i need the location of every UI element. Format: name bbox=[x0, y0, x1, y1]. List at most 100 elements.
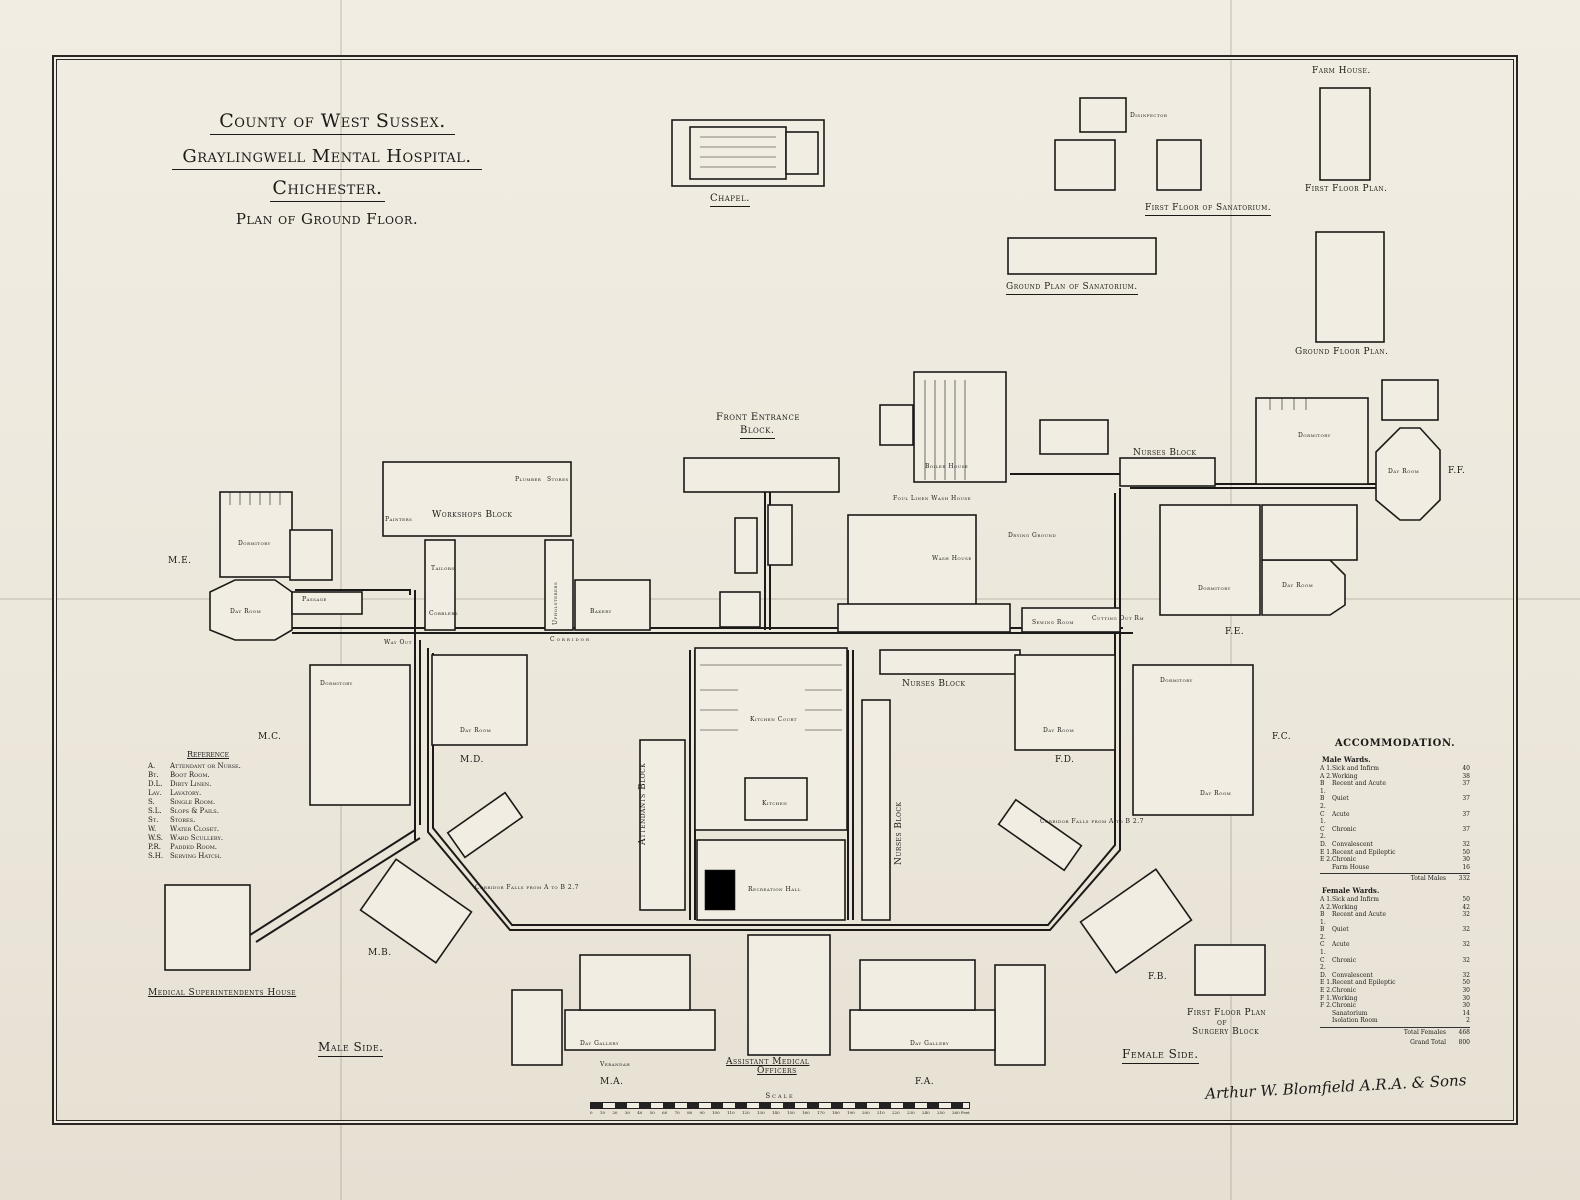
ward-label-fa: F.A. bbox=[915, 1077, 935, 1087]
reference-key-code: Lav. bbox=[148, 789, 162, 797]
room-label-dormitory-fc: Dormitory bbox=[1160, 677, 1193, 684]
reference-item: A.Attendant or Nurse. bbox=[148, 762, 268, 771]
reference-list: A.Attendant or Nurse. Bt.Boot Room. D.L.… bbox=[148, 762, 268, 861]
grand-total-row: Grand Total 800 bbox=[1320, 1039, 1470, 1047]
ward-code: B 1. bbox=[1320, 780, 1326, 795]
workshops-label: Workshops Block bbox=[432, 510, 513, 520]
laundry-lower bbox=[837, 603, 1011, 633]
ward-name: Quiet bbox=[1332, 795, 1349, 803]
scale-tick: 60 bbox=[662, 1110, 668, 1115]
ward-ff-dormitory bbox=[1255, 397, 1369, 485]
surgery-first-floor bbox=[1194, 944, 1266, 996]
nurses-block-label-mid: Nurses Block bbox=[902, 679, 966, 689]
female-total-label: Total Females bbox=[1403, 1029, 1446, 1036]
male-total-label: Total Males bbox=[1410, 875, 1446, 883]
workshops-upholsterers bbox=[544, 539, 574, 631]
laundry-block bbox=[847, 514, 977, 610]
kitchen-court-rooms bbox=[700, 664, 842, 731]
ward-code: E 2. bbox=[1320, 856, 1333, 864]
reference-desc: Ward Scullery. bbox=[170, 834, 224, 842]
scale-graduations bbox=[590, 1102, 970, 1109]
room-label-dayroom-fc: Day Room bbox=[1200, 790, 1232, 797]
corridor-falls-label-1: Corridor Falls from A to B 2.7 bbox=[475, 884, 579, 891]
boiler-house-label: Boiler House bbox=[925, 463, 969, 470]
ward-ff-wing bbox=[1381, 379, 1439, 421]
ward-code: B 1. bbox=[1320, 911, 1326, 926]
reference-key-code: Bt. bbox=[148, 771, 159, 779]
scale-tick: 100 bbox=[711, 1110, 720, 1115]
grand-total-label: Grand Total bbox=[1410, 1038, 1446, 1046]
female-total-value: 468 bbox=[1458, 1029, 1470, 1036]
attendants-block-label: Attendants Block bbox=[638, 762, 648, 845]
wash-house-label: Wash House bbox=[932, 555, 972, 562]
reference-desc: Padded Room. bbox=[170, 843, 218, 851]
surgery-label-3: Surgery Block bbox=[1192, 1027, 1260, 1037]
cobblers-label: Cobblers bbox=[429, 610, 459, 617]
scale-tick: 140 bbox=[771, 1110, 780, 1115]
grand-total-value: 800 bbox=[1458, 1038, 1470, 1046]
ward-name: Convalescent bbox=[1332, 840, 1373, 848]
ward-code: A 1. bbox=[1320, 765, 1332, 772]
ward-code: E 1. bbox=[1320, 848, 1333, 856]
tailors-label: Tailors bbox=[431, 565, 455, 572]
ward-beds: 50 bbox=[1462, 848, 1470, 856]
ward-code: A 1. bbox=[1320, 895, 1332, 903]
ward-code: C 2. bbox=[1320, 956, 1326, 972]
front-entrance-store bbox=[719, 591, 761, 628]
ward-name: Farm House bbox=[1332, 863, 1370, 871]
recreation-stage bbox=[704, 869, 736, 911]
laboratory bbox=[1039, 419, 1109, 455]
reference-key-code: D.L. bbox=[148, 780, 163, 788]
female-wards-heading: Female Wards. bbox=[1322, 885, 1380, 895]
ward-name: Working bbox=[1332, 994, 1358, 1002]
cutting-out-label: Cutting Out Rm bbox=[1092, 615, 1145, 622]
asst-medical-label-2: Officers bbox=[757, 1066, 797, 1076]
stores-label: Stores bbox=[547, 476, 569, 483]
ward-mc bbox=[309, 664, 411, 806]
sanatorium-ground-label: Ground Plan of Sanatorium. bbox=[1006, 282, 1138, 295]
corridor-center-vert bbox=[847, 650, 854, 920]
painters-label: Painters bbox=[385, 516, 413, 523]
ward-md bbox=[431, 654, 528, 746]
nurses-block-top bbox=[1119, 457, 1216, 487]
reference-item: W.Water Closet. bbox=[148, 825, 268, 834]
scale-tick: 130 bbox=[756, 1110, 765, 1115]
farm-first-floor bbox=[1319, 87, 1371, 181]
reference-item: S.H.Serving Hatch. bbox=[148, 852, 268, 861]
sanatorium-mid bbox=[1054, 139, 1116, 191]
ward-beds: 2 bbox=[1466, 1017, 1470, 1025]
reference-key-code: S.L. bbox=[148, 807, 162, 815]
ward-code: F 1. bbox=[1320, 994, 1332, 1002]
ward-name: Recent and Epileptic bbox=[1332, 848, 1396, 856]
boiler-house bbox=[913, 371, 1007, 483]
ward-name: Sick and Infirm bbox=[1332, 765, 1379, 772]
ward-beds: 40 bbox=[1462, 765, 1470, 772]
kitchen-label: Kitchen bbox=[762, 800, 788, 807]
corridor-label: Corridor bbox=[550, 636, 591, 643]
nurses-block-vert bbox=[861, 699, 891, 921]
asst-medical-label-1: Assistant Medical bbox=[726, 1057, 810, 1067]
ward-mb bbox=[359, 858, 473, 964]
plumber-label: Plumber bbox=[515, 476, 542, 483]
ward-name: Sick and Infirm bbox=[1332, 895, 1379, 903]
ward-beds: 37 bbox=[1462, 780, 1470, 788]
reference-item: W.S.Ward Scullery. bbox=[148, 834, 268, 843]
reference-desc: Stores. bbox=[170, 816, 196, 824]
corridor-me bbox=[295, 589, 411, 595]
room-label-dayroom-me: Day Room bbox=[230, 608, 262, 615]
ward-beds: 14 bbox=[1462, 1009, 1470, 1017]
ward-beds: 38 bbox=[1462, 772, 1470, 780]
ward-fe-dormitory bbox=[1159, 504, 1261, 616]
ward-name: Recent and Acute bbox=[1332, 911, 1386, 919]
scale-tick: 10 bbox=[599, 1110, 605, 1115]
ward-fa-wing bbox=[859, 959, 976, 1011]
ward-me-dayroom bbox=[209, 579, 293, 641]
scale-tick: 230 bbox=[906, 1110, 915, 1115]
ward-code: A 2. bbox=[1320, 772, 1332, 780]
